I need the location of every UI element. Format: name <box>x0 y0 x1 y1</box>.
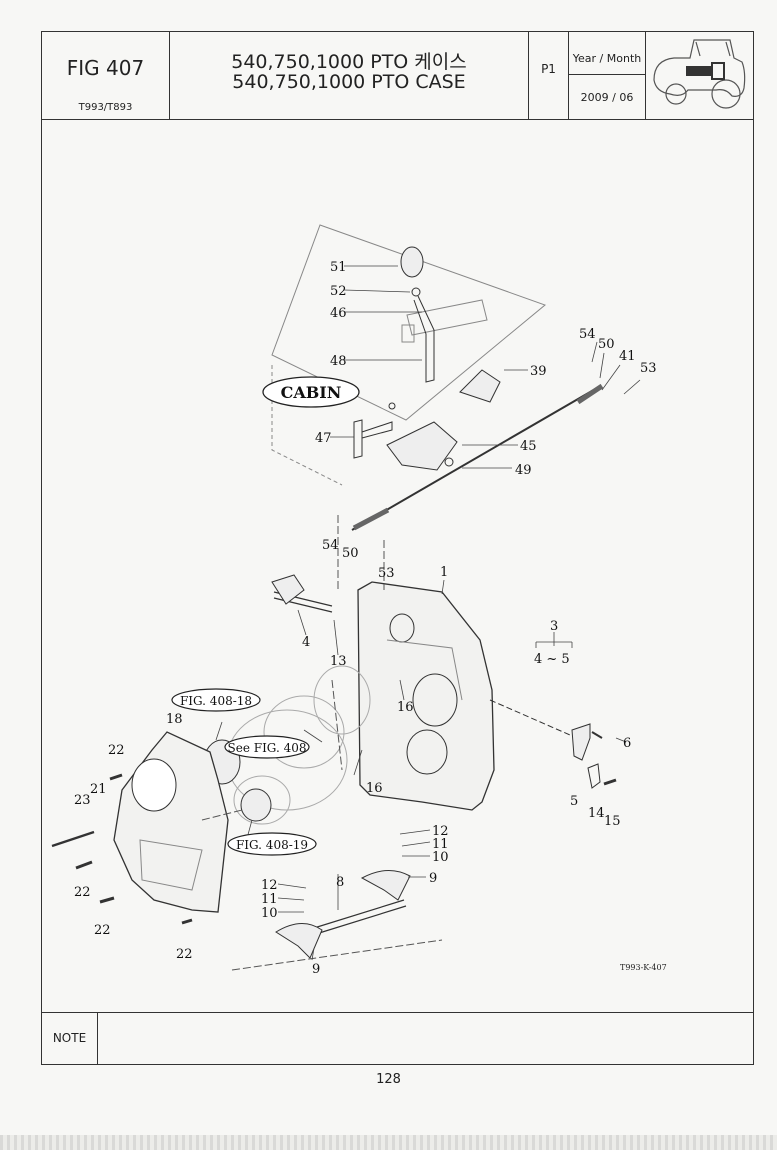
note-label: NOTE <box>42 1013 98 1064</box>
cabin-floor-plate <box>271 224 546 421</box>
cabin-label: CABIN <box>281 383 342 402</box>
part-number: 16 <box>397 700 414 715</box>
part-number: 41 <box>619 349 636 364</box>
part-number: 15 <box>604 814 621 829</box>
ref-callout-408: See FIG. 408 <box>224 735 310 759</box>
bearing-19 <box>240 788 272 822</box>
part-number: 1 <box>440 565 448 580</box>
scan-edge <box>0 1135 777 1150</box>
part-number: 11 <box>261 892 278 907</box>
part-number-labels: 51 52 46 48 39 47 45 49 54 50 41 53 54 5… <box>74 260 657 977</box>
part-number: 53 <box>378 566 395 581</box>
title-cell: 540,750,1000 PTO 케이스 540,750,1000 PTO CA… <box>170 32 529 119</box>
part-number: 54 <box>322 538 339 553</box>
part-number: 13 <box>330 654 347 669</box>
date-cell: Year / Month 2009 / 06 <box>569 32 646 119</box>
page-number: 128 <box>376 1072 401 1087</box>
part-number: 39 <box>530 364 547 379</box>
title-korean: 540,750,1000 PTO 케이스 <box>231 51 467 73</box>
fig-cell: FIG 407 T993/T893 <box>42 32 170 119</box>
fig-number: FIG 407 <box>66 56 145 80</box>
part-number: 12 <box>261 878 278 893</box>
date-label-box: Year / Month <box>569 32 645 75</box>
part-number: 45 <box>520 439 537 454</box>
part-number: 47 <box>315 431 332 446</box>
part-number: 22 <box>176 947 193 962</box>
part-number: 4 <box>302 635 310 650</box>
pto-case <box>357 581 495 811</box>
control-cable <box>351 387 598 531</box>
ref-label-408: See FIG. 408 <box>228 741 307 755</box>
part-number: 18 <box>166 712 183 727</box>
part-number: 21 <box>90 782 107 797</box>
part-number: 51 <box>330 260 347 275</box>
page-code: P1 <box>541 62 556 76</box>
part-number: 49 <box>515 463 532 478</box>
part-number: 10 <box>432 850 449 865</box>
part-number: 52 <box>330 284 347 299</box>
tractor-icon <box>653 39 746 109</box>
part-number: 3 <box>550 619 558 634</box>
part-number: 6 <box>623 736 631 751</box>
part-number: 9 <box>429 871 437 886</box>
part-number: 22 <box>94 923 111 938</box>
date-label: Year / Month <box>572 52 642 65</box>
drawing-code: T993-K-407 <box>620 963 667 972</box>
lever-base-plate <box>386 421 458 471</box>
part-number: 12 <box>432 824 449 839</box>
ref-callout-408-18: FIG. 408-18 <box>171 688 261 712</box>
part-number: 10 <box>261 906 278 921</box>
part-number: 14 <box>588 806 605 821</box>
tractor-thumbnail <box>646 32 753 119</box>
part-number: 46 <box>330 306 347 321</box>
part-number: 9 <box>312 962 320 977</box>
part-number: 4 ~ 5 <box>534 652 570 667</box>
part-number: 16 <box>366 781 383 796</box>
part-number: 53 <box>640 361 657 376</box>
cable-clamp <box>459 369 501 403</box>
shift-rod <box>313 899 407 935</box>
part-number: 48 <box>330 354 347 369</box>
part-number: 50 <box>598 337 615 352</box>
part-number: 23 <box>74 793 91 808</box>
ref-callout-408-19: FIG. 408-19 <box>227 832 317 856</box>
parts-sheet: FIG 407 T993/T893 540,750,1000 PTO 케이스 5… <box>41 31 754 1065</box>
bracket <box>353 419 393 459</box>
part-number: 54 <box>579 327 596 342</box>
exploded-parts-diagram: CABIN FIG. 408-18 See FIG. 408 FIG. 408-… <box>51 224 667 977</box>
model-number: T993/T893 <box>78 102 133 113</box>
part-number: 8 <box>336 875 344 890</box>
pto-cover-housing <box>113 731 229 913</box>
date-value: 2009 / 06 <box>580 91 634 104</box>
note-row: NOTE <box>42 1012 753 1064</box>
shift-lever <box>413 295 435 383</box>
part-number: 50 <box>342 546 359 561</box>
part-number: 22 <box>108 743 125 758</box>
lever-arm <box>571 723 591 761</box>
part-number: 5 <box>570 794 578 809</box>
lever-knob <box>400 246 424 278</box>
title-english: 540,750,1000 PTO CASE <box>232 71 466 93</box>
sheet-header: FIG 407 T993/T893 540,750,1000 PTO 케이스 5… <box>42 32 753 120</box>
ref-label-408-18: FIG. 408-18 <box>180 694 252 708</box>
cabin-callout: CABIN <box>262 376 360 408</box>
part-number: 11 <box>432 837 449 852</box>
page-cell: P1 <box>529 32 569 119</box>
part-number: 22 <box>74 885 91 900</box>
shift-fork <box>275 923 323 959</box>
ref-label-408-19: FIG. 408-19 <box>236 838 308 852</box>
